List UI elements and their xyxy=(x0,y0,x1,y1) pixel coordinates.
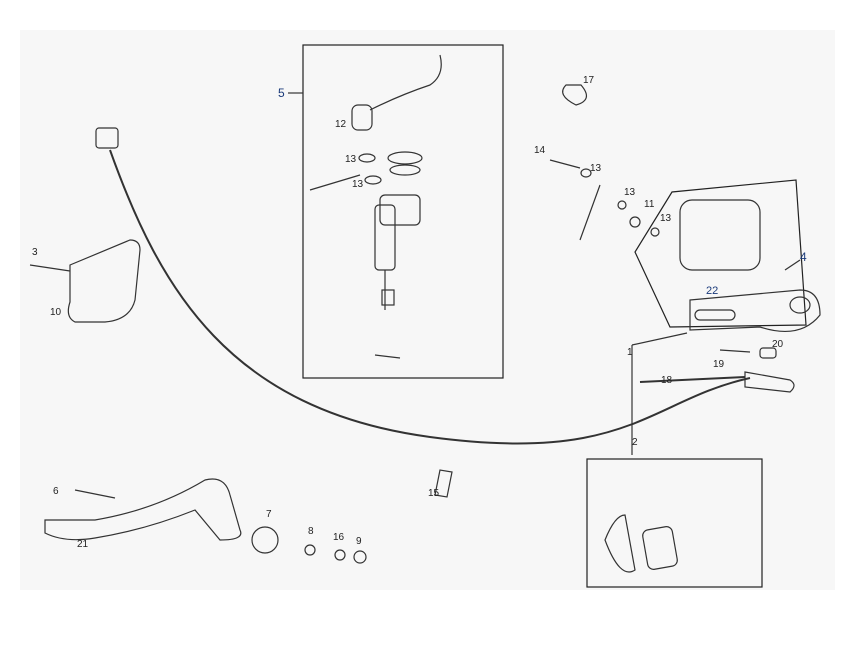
label-17: 17 xyxy=(583,75,595,86)
label-14: 14 xyxy=(534,145,546,156)
label-10: 10 xyxy=(50,307,62,318)
label-11: 11 xyxy=(644,199,655,210)
label-20: 20 xyxy=(772,339,784,350)
label-5: 5 xyxy=(278,86,285,100)
label-13: 13 xyxy=(590,163,602,174)
master-cylinder-part xyxy=(309,54,442,359)
label-13: 13 xyxy=(345,154,357,165)
label-15: 15 xyxy=(428,488,440,499)
label-4: 4 xyxy=(800,250,807,264)
master-cylinder-box xyxy=(302,44,504,379)
label-21: 21 xyxy=(77,539,89,550)
label-1: 1 xyxy=(627,347,633,358)
label-16: 16 xyxy=(333,532,345,543)
label-19: 19 xyxy=(713,359,725,370)
label-6: 6 xyxy=(53,486,59,497)
bracket-part xyxy=(67,239,141,323)
rear-brake-cable xyxy=(109,149,751,445)
label-13: 13 xyxy=(660,213,672,224)
label-7: 7 xyxy=(266,509,272,520)
label-12: 12 xyxy=(335,119,347,130)
label-3: 3 xyxy=(32,247,38,258)
brake-pedal-part xyxy=(44,478,242,541)
caliper-box xyxy=(634,179,807,328)
label-9: 9 xyxy=(356,536,362,547)
brake-pads-box xyxy=(586,458,763,588)
caliper-part xyxy=(679,199,821,333)
label-8: 8 xyxy=(308,526,314,537)
label-18: 18 xyxy=(661,375,673,386)
label-13: 13 xyxy=(352,179,364,190)
label-22: 22 xyxy=(706,285,719,297)
label-2: 2 xyxy=(632,437,638,448)
label-13: 13 xyxy=(624,187,636,198)
